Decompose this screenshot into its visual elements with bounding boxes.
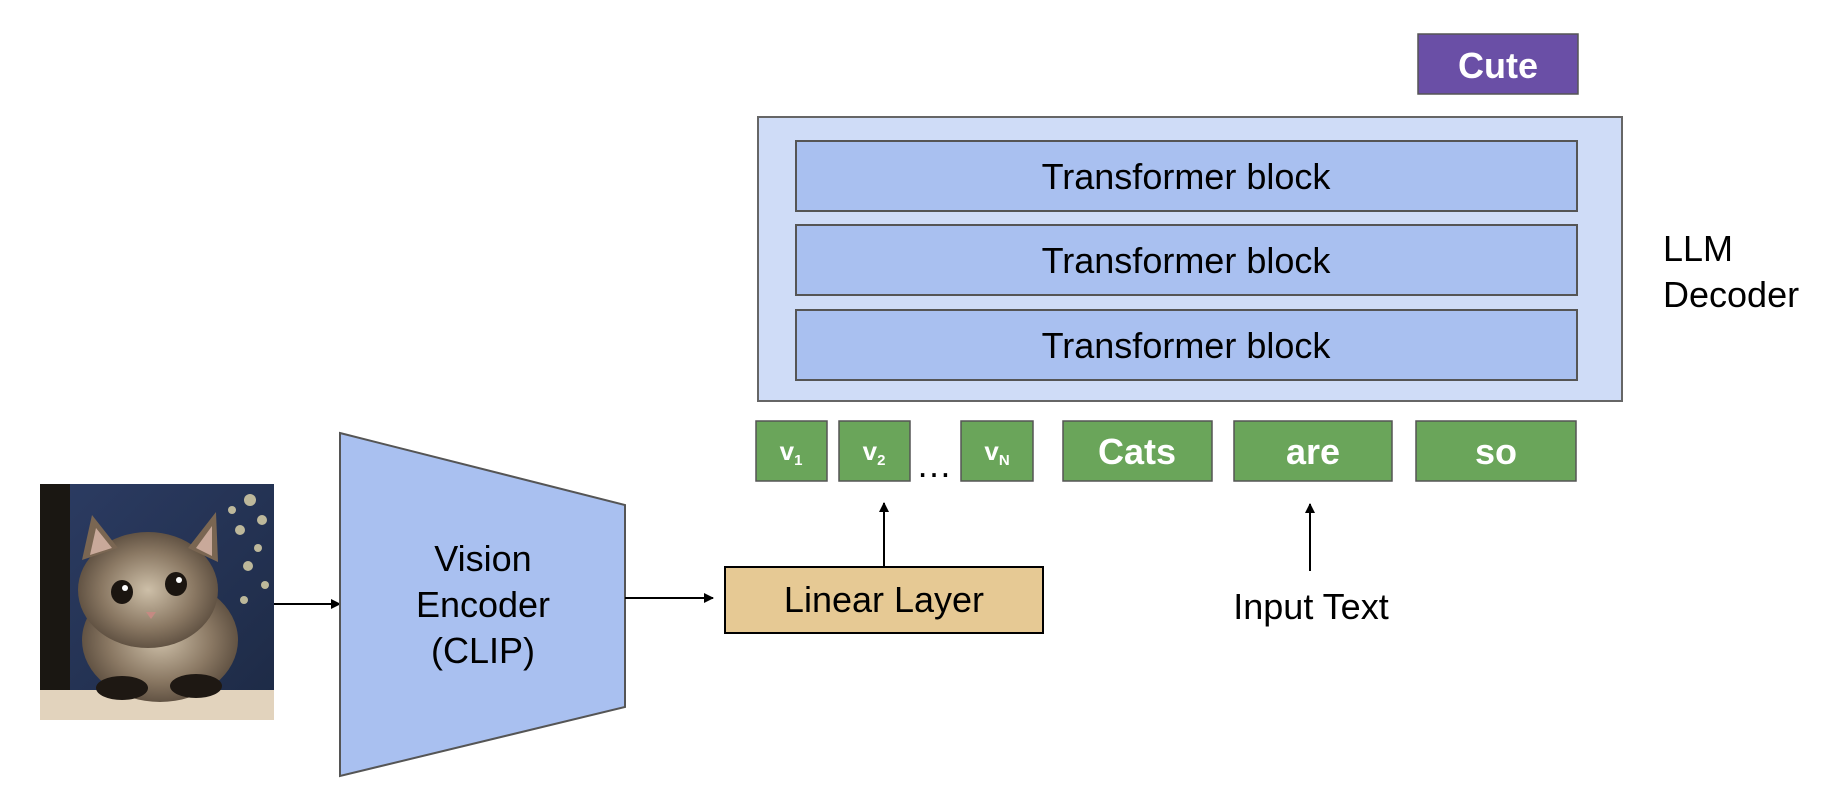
llm-decoder-label-1: LLM	[1663, 228, 1733, 269]
transformer-block-label: Transformer block	[1042, 156, 1332, 197]
vision-encoder-label-3: (CLIP)	[431, 630, 535, 671]
transformer-block-label: Transformer block	[1042, 240, 1332, 281]
vision-token-label: v1	[780, 436, 803, 469]
vision-token-n: vN	[960, 420, 1034, 482]
text-token-label: Cats	[1098, 431, 1176, 472]
vision-token-ellipsis: …	[916, 444, 952, 485]
text-token-label: so	[1475, 431, 1517, 472]
linear-layer: Linear Layer	[724, 566, 1044, 634]
vision-encoder: Vision Encoder (CLIP)	[339, 431, 626, 778]
text-token-label: are	[1286, 431, 1340, 472]
input-text-label: Input Text	[1233, 586, 1388, 627]
text-token-cats: Cats	[1062, 420, 1213, 482]
text-token-so: so	[1415, 420, 1577, 482]
vision-encoder-shape	[339, 431, 626, 778]
linear-layer-label: Linear Layer	[784, 579, 984, 620]
transformer-block-label: Transformer block	[1042, 325, 1332, 366]
output-token: Cute	[1417, 33, 1579, 95]
llm-decoder-label-2: Decoder	[1663, 274, 1799, 315]
linear-layer-box	[724, 566, 1044, 634]
transformer-block-1: Transformer block	[795, 140, 1578, 212]
transformer-block-2: Transformer block	[795, 224, 1578, 296]
vision-encoder-label-1: Vision	[434, 538, 531, 579]
text-token-are: are	[1233, 420, 1393, 482]
vision-token-2: v2	[838, 420, 911, 482]
kitten-image	[40, 484, 274, 720]
transformer-block-3: Transformer block	[795, 309, 1578, 381]
output-token-label: Cute	[1458, 45, 1538, 86]
vision-token-label: v2	[863, 436, 886, 469]
vision-token-label: vN	[984, 436, 1009, 469]
llm-decoder: Transformer block Transformer block Tran…	[757, 116, 1623, 402]
vision-encoder-label-2: Encoder	[416, 584, 550, 625]
vision-token-1: v1	[755, 420, 828, 482]
